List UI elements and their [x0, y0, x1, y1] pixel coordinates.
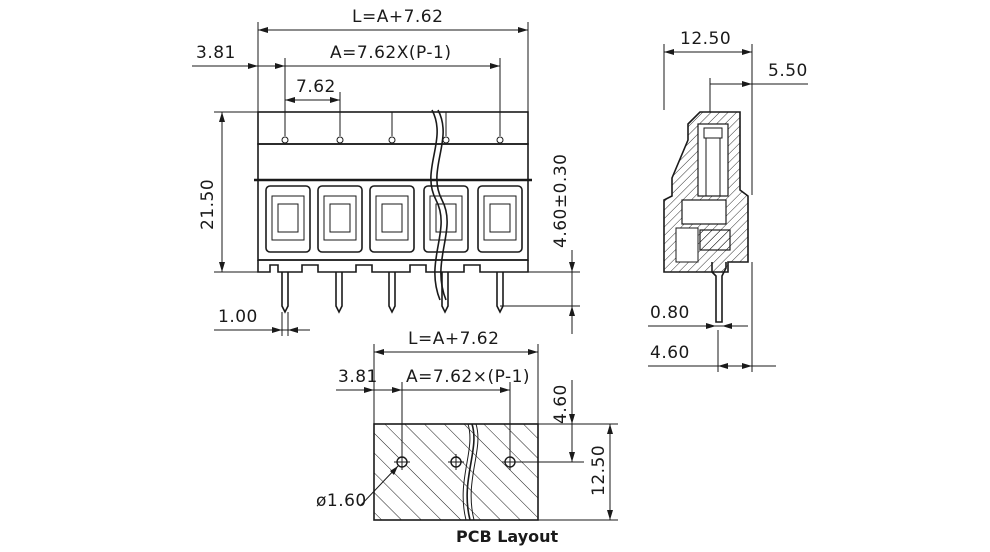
- dim-pin-length-label: 4.60±0.30: [551, 154, 571, 248]
- screw-marks: [281, 112, 504, 144]
- side-view: 12.50 5.50 0.80 4.60: [648, 29, 808, 372]
- dim-pitch-label: 7.62: [296, 77, 336, 97]
- terminal-pins: [281, 272, 504, 314]
- dim-pin-width-label: 1.00: [218, 307, 258, 327]
- pcb-dim-hole-label: ø1.60: [316, 491, 367, 511]
- pcb-layout-view: L=A+7.62 3.81 A=7.62×(P-1): [316, 329, 618, 546]
- pcb-dim-depth-label: 12.50: [589, 445, 609, 496]
- front-view: L=A+7.62 3.81 A=7.62X(P-1) 7.62 21.50: [192, 7, 580, 336]
- pcb-dim-L-label: L=A+7.62: [408, 329, 499, 349]
- dim-L-label: L=A+7.62: [352, 7, 443, 27]
- dim-top-label: 5.50: [768, 61, 808, 81]
- terminal-top-block: [257, 111, 529, 145]
- pcb-dim-hole-offset-label: 4.60: [551, 384, 571, 424]
- dim-pin-offset-label: 4.60: [650, 343, 690, 363]
- dim-pin-thickness-label: 0.80: [650, 303, 690, 323]
- wire-entry-windows: [265, 185, 523, 253]
- dim-height-label: 21.50: [198, 179, 218, 230]
- pcb-dim-edge-label: 3.81: [338, 367, 378, 387]
- pcb-footprint: [373, 423, 539, 521]
- dim-A-label: A=7.62X(P-1): [330, 43, 451, 63]
- dim-depth-label: 12.50: [680, 29, 731, 49]
- pcb-dim-A-label: A=7.62×(P-1): [406, 367, 530, 387]
- pcb-layout-caption: PCB Layout: [456, 527, 559, 546]
- break-line: [430, 109, 442, 301]
- dim-edge-label: 3.81: [196, 43, 236, 63]
